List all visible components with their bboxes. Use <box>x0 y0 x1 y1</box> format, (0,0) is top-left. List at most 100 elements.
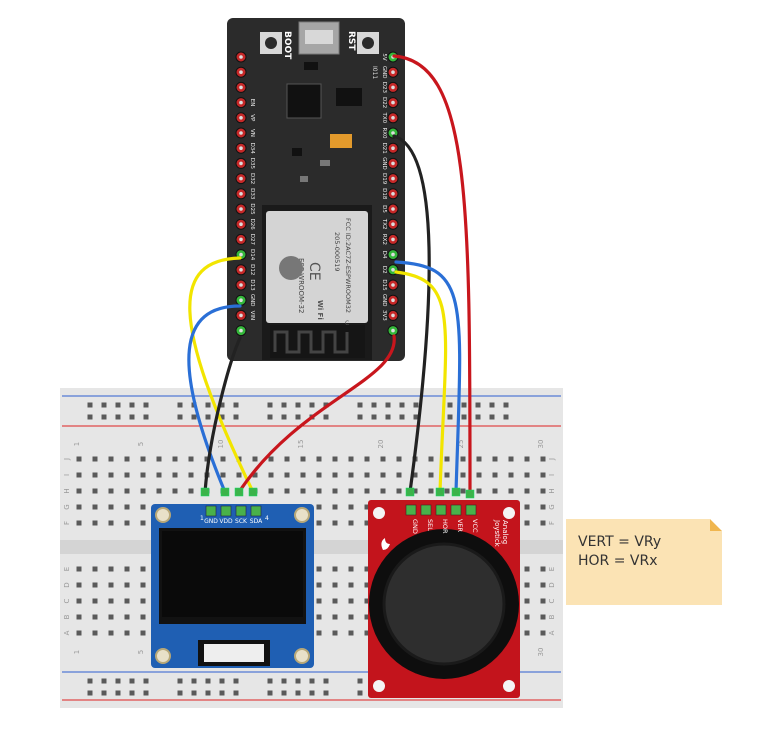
breadboard-hole <box>332 472 338 478</box>
rail-hole <box>143 414 149 420</box>
esp32-pin-hole <box>239 146 243 150</box>
wire-d35-to-joystick-ver <box>394 260 462 494</box>
breadboard-hole <box>124 520 130 526</box>
rail-hole <box>461 402 467 408</box>
breadboard-hole <box>364 630 370 636</box>
wire-d21-to-oled-sda <box>188 256 255 494</box>
wire-gnd-to-joystick-gnd <box>392 134 431 494</box>
breadboard-hole <box>540 456 546 462</box>
breadboard-hole <box>364 582 370 588</box>
oled-pin[interactable] <box>220 505 232 517</box>
column-number-top: 10 <box>217 440 225 449</box>
ce-mark: CE <box>306 262 322 281</box>
rail-hole <box>101 402 107 408</box>
breadboard-hole <box>540 598 546 604</box>
breadboard-hole <box>172 488 178 494</box>
esp32-left-header: ENVPVND34D35D32D33D25D26D27D14D12D13GNDV… <box>235 51 255 337</box>
breadboard-hole <box>428 456 434 462</box>
sparkfun-flame-icon <box>381 538 390 550</box>
breadboard-hole <box>316 582 322 588</box>
column-number-bottom: 5 <box>137 650 145 654</box>
esp32-pin-label: RX0 <box>381 127 387 139</box>
esp32-pin-hole <box>391 161 395 166</box>
breadboard-hole <box>92 582 98 588</box>
rail-hole <box>447 414 453 420</box>
esp32-pin-hole <box>391 268 395 272</box>
wire-end <box>234 487 244 497</box>
joystick-pin[interactable] <box>450 504 462 516</box>
rail-hole <box>309 678 315 684</box>
column-number-top: 30 <box>537 440 545 449</box>
breadboard-hole <box>172 472 178 478</box>
esp32-pin-label: 5V <box>381 53 387 60</box>
row-letter: J <box>63 458 71 461</box>
esp32-pin-hole <box>239 100 243 105</box>
oled-screen <box>162 531 303 617</box>
breadboard-hole <box>348 520 354 526</box>
wire-end <box>248 487 258 497</box>
esp32-pin-hole <box>239 116 243 120</box>
wire-end <box>465 489 475 499</box>
esp32-pin-label: GND <box>381 66 387 79</box>
breadboard-hole <box>220 456 226 462</box>
breadboard-hole <box>236 472 242 478</box>
rail-hole <box>219 690 225 696</box>
esp32-pin-hole <box>239 161 243 166</box>
rail-hole <box>143 690 149 696</box>
breadboard-hole <box>396 456 402 462</box>
boot-button-cap <box>265 37 277 49</box>
joystick-title-1: Analog <box>501 520 509 544</box>
breadboard-hole <box>492 488 498 494</box>
breadboard-hole <box>460 456 466 462</box>
oled-pin-number-end: 4 <box>265 515 269 522</box>
rail-hole <box>129 402 135 408</box>
breadboard-hole <box>124 598 130 604</box>
breadboard-hole <box>156 488 162 494</box>
breadboard-hole <box>492 472 498 478</box>
breadboard-hole <box>460 472 466 478</box>
esp32-pin-hole <box>391 146 395 150</box>
joystick-pin[interactable] <box>465 504 477 516</box>
esp32-pin-hole <box>239 70 243 74</box>
joystick-pin[interactable] <box>405 504 417 516</box>
rail-hole <box>87 678 93 684</box>
joystick-pin-label: GND <box>411 519 419 534</box>
esp32-pin-label: GND <box>381 294 387 307</box>
wire-5v-to-joystick-vcc <box>392 54 472 496</box>
wire-end <box>200 487 210 497</box>
oled-pin[interactable] <box>205 505 217 517</box>
breadboard-hole <box>444 456 450 462</box>
rail-hole <box>205 690 211 696</box>
rail-hole <box>87 414 93 420</box>
esp32-pin-hole <box>239 85 243 90</box>
breadboard-hole <box>92 504 98 510</box>
joystick-pin[interactable] <box>435 504 447 516</box>
esp32-pin-label: D35 <box>249 158 255 170</box>
breadboard-hole <box>316 566 322 572</box>
breadboard-hole <box>300 456 306 462</box>
oled-pin[interactable] <box>250 505 262 517</box>
breadboard-hole <box>140 582 146 588</box>
esp32-pin-label: VIN <box>249 311 255 321</box>
row-letter: I <box>548 474 556 476</box>
breadboard-hole <box>124 582 130 588</box>
rail-hole <box>177 690 183 696</box>
breadboard-hole <box>108 504 114 510</box>
note-line-vert: VERT = VRy <box>578 534 662 550</box>
row-letter: E <box>548 567 556 571</box>
row-letter: H <box>63 488 71 493</box>
oled-pin[interactable] <box>235 505 247 517</box>
breadboard-hole <box>348 630 354 636</box>
column-number-top: 15 <box>297 440 305 449</box>
joystick-pin[interactable] <box>420 504 432 516</box>
joystick-knob[interactable] <box>382 542 506 666</box>
rail-hole <box>191 678 197 684</box>
breadboard-hole <box>92 456 98 462</box>
row-letter: H <box>548 488 556 493</box>
rail-hole <box>191 414 197 420</box>
esp32-pin-label: TX0 <box>381 111 387 123</box>
rail-hole <box>357 414 363 420</box>
esp32-pin-label: D19 <box>381 173 387 185</box>
